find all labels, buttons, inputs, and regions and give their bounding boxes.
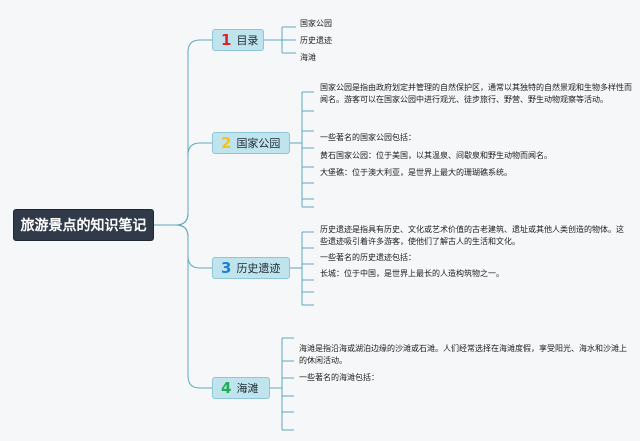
connector-root-4 xyxy=(154,224,212,389)
leaf-text[interactable]: 国家公园 xyxy=(300,19,332,28)
leaf-text[interactable]: 国家公园是指由政府划定并管理的自然保护区，通常以其独特的自然景观和生物多样性而闻… xyxy=(320,83,632,104)
branch-number: 3 xyxy=(221,259,232,277)
leaf-text[interactable]: 一些著名的历史遗迹包括： xyxy=(320,253,416,262)
branch-number: 1 xyxy=(221,31,232,49)
connector-b3 xyxy=(290,231,314,306)
branch-label: 历史遗迹 xyxy=(236,262,281,275)
leaf-text[interactable]: 一些著名的国家公园包括： xyxy=(320,133,416,142)
leaf-text[interactable]: 大堡礁：位于澳大利亚，是世界上最大的珊瑚礁系统。 xyxy=(320,168,512,177)
branch-label: 海滩 xyxy=(236,382,259,395)
leaf-text[interactable]: 历史遗迹是指具有历史、文化或艺术价值的古老建筑、遗址或其他人类创造的物体。这些遗… xyxy=(320,225,624,246)
branch-historical-sites[interactable]: 3 历史遗迹 xyxy=(212,257,290,279)
leaf-text[interactable]: 历史遗迹 xyxy=(300,36,332,45)
branch-number: 2 xyxy=(221,134,232,152)
connector-root-2 xyxy=(154,142,212,226)
leaf-text[interactable]: 黄石国家公园：位于美国，以其温泉、间歇泉和野生动物而闻名。 xyxy=(320,151,552,160)
connector-b1 xyxy=(264,26,296,54)
branch-label: 国家公园 xyxy=(236,137,281,150)
connector-b4 xyxy=(270,337,294,431)
leaf-text[interactable]: 海滩是指沿海或湖泊边缘的沙滩或石滩。人们经常选择在海滩度假，享受阳光、海水和沙滩… xyxy=(299,344,627,365)
leaf-text[interactable]: 长城：位于中国，是世界上最长的人造构筑物之一。 xyxy=(320,269,504,278)
leaf-text[interactable]: 海滩 xyxy=(300,53,316,62)
connector-root-3 xyxy=(154,224,212,269)
root-topic[interactable]: 旅游景点的知识笔记 xyxy=(13,209,154,241)
connector-b2 xyxy=(290,91,314,208)
branch-directory[interactable]: 1 目录 xyxy=(212,29,264,51)
branch-beaches[interactable]: 4 海滩 xyxy=(212,377,270,399)
connector-root-1 xyxy=(154,39,212,226)
branch-label: 目录 xyxy=(236,34,259,47)
leaf-text[interactable]: 一些著名的海滩包括： xyxy=(299,373,379,382)
branch-number: 4 xyxy=(221,379,232,397)
branch-national-parks[interactable]: 2 国家公园 xyxy=(212,132,290,154)
